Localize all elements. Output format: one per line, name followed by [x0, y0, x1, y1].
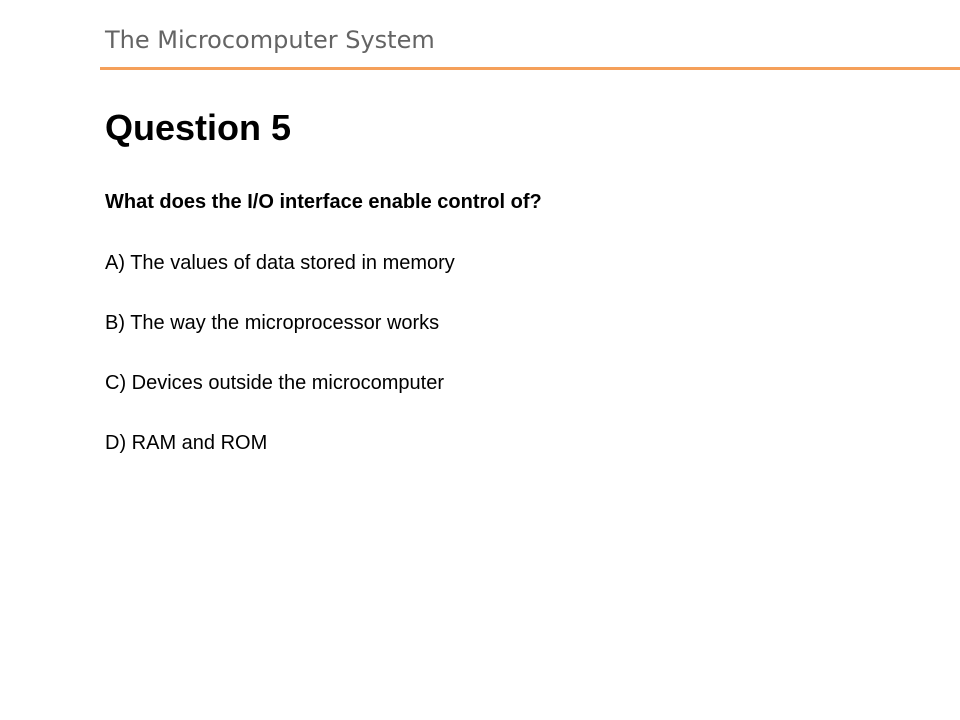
question-text: What does the I/O interface enable contr… [105, 191, 542, 213]
presentation-header: The Microcomputer System [105, 26, 435, 54]
answer-options: A) The values of data stored in memory B… [105, 249, 455, 489]
header-divider [100, 67, 960, 70]
answer-option-a[interactable]: A) The values of data stored in memory [105, 252, 455, 274]
answer-option-c[interactable]: C) Devices outside the microcomputer [105, 372, 445, 394]
slide-title: Question 5 [105, 107, 292, 148]
answer-option-d[interactable]: D) RAM and ROM [105, 432, 268, 454]
answer-option-b[interactable]: B) The way the microprocessor works [105, 312, 440, 334]
